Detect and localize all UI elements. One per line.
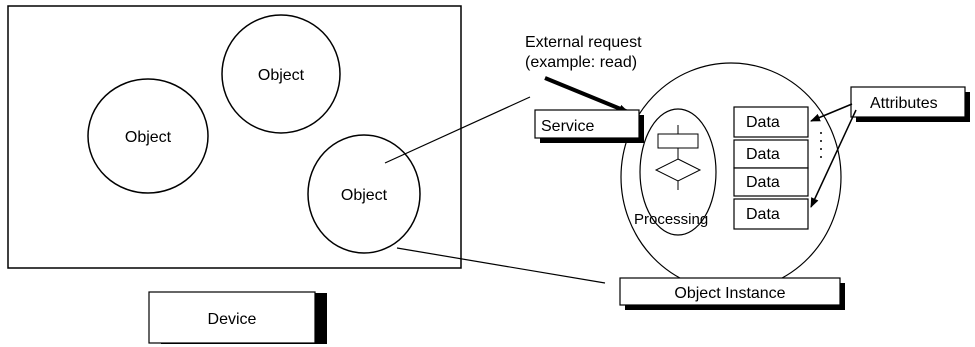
request-arrow (544, 76, 629, 114)
connector-line (384, 96, 531, 164)
data-cell: Data (746, 174, 780, 191)
object-circle: Object (221, 14, 341, 134)
object-label: Object (258, 67, 305, 84)
data-cell: Data (746, 146, 780, 163)
device-label-box: Device (148, 291, 327, 344)
object-instance-label: Object Instance (674, 285, 785, 302)
flowchart-icon (654, 125, 702, 190)
object-circle: Object (87, 78, 209, 194)
external-request-example: (example: read) (525, 54, 637, 71)
object-instance-label-box: Object Instance (619, 277, 845, 310)
device-label: Device (208, 311, 257, 328)
attributes-label: Attributes (870, 95, 938, 112)
service-box: Service (534, 109, 644, 143)
data-cell: Data (746, 114, 780, 131)
attributes-box: Attributes (850, 86, 970, 122)
processing-ellipse (639, 108, 717, 236)
device-box (7, 5, 462, 269)
object-label: Object (341, 187, 388, 204)
processing-label: Processing (634, 211, 708, 228)
connector-line (396, 247, 606, 284)
external-request-label: External request (525, 34, 642, 51)
object-circle: Object (307, 134, 421, 254)
object-label: Object (125, 129, 172, 146)
ellipsis-dots (820, 132, 822, 158)
attributes-arrow (810, 103, 853, 122)
data-cell: Data (746, 206, 780, 223)
data-table: Data Data Data Data (733, 106, 809, 230)
service-label: Service (541, 118, 594, 135)
attributes-arrow (810, 109, 857, 208)
